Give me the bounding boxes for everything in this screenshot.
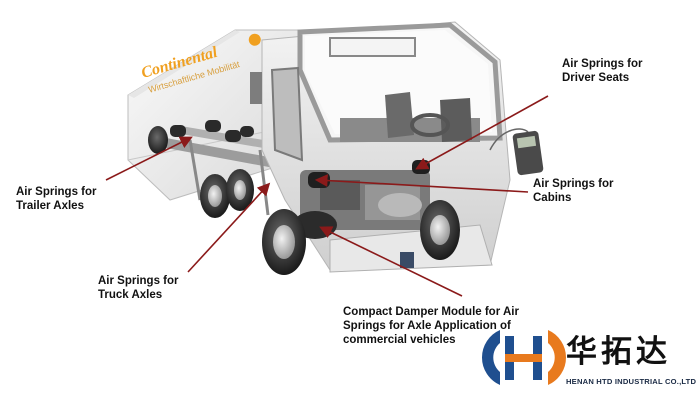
arrow-trailer-axles — [105, 136, 193, 181]
company-english-name: HENAN HTD INDUSTRIAL CO.,LTD — [566, 377, 697, 386]
callout-cabins: Air Springs for Cabins — [533, 178, 614, 204]
callout-trailer-axles: Air Springs for Trailer Axles — [16, 186, 97, 212]
callout-arrows — [105, 95, 549, 297]
remote-controller-icon — [489, 128, 544, 176]
front-wheels — [262, 200, 460, 275]
htd-logo-mark — [481, 323, 567, 391]
callout-damper-module: Compact Damper Module for Air Springs fo… — [343, 306, 519, 346]
arrow-driver-seats — [415, 95, 549, 170]
trailer-air-springs — [170, 120, 254, 142]
brand-horse-icon — [248, 33, 261, 46]
arrow-truck-axles — [187, 182, 271, 273]
callout-driver-seats: Air Springs for Driver Seats — [562, 58, 643, 84]
arrow-cabins — [314, 174, 529, 193]
engine-suspension — [293, 160, 430, 239]
arrow-damper-module — [319, 226, 463, 297]
callout-truck-axles: Air Springs for Truck Axles — [98, 275, 179, 301]
company-chinese-name: 华拓达 — [566, 334, 671, 370]
rear-wheels — [148, 126, 254, 218]
